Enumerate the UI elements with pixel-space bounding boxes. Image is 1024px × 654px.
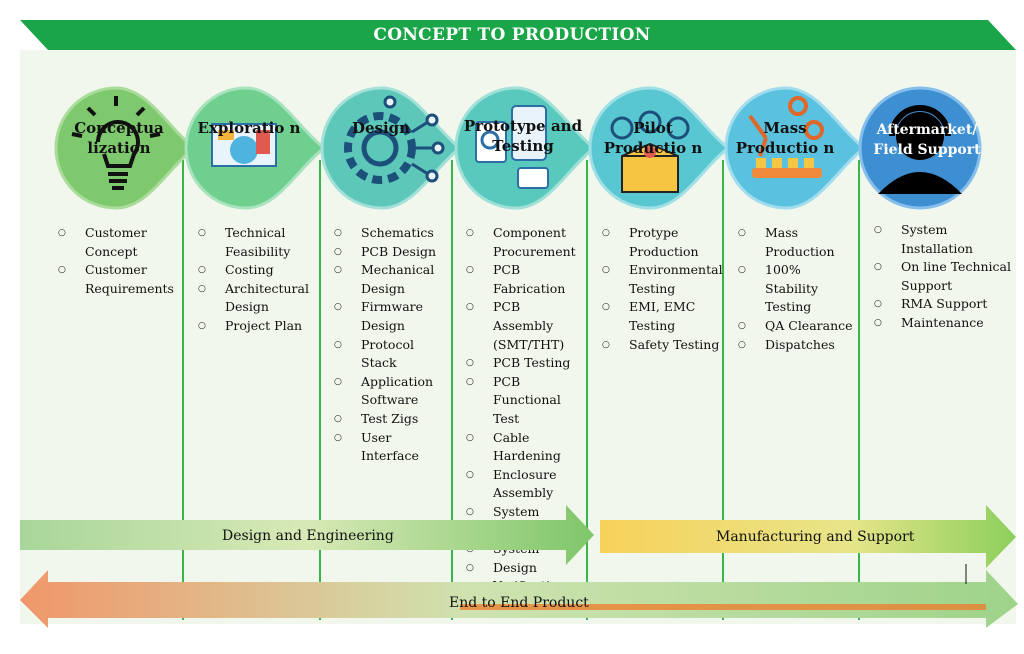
phase-arrows bbox=[20, 505, 1018, 628]
list-item: Safety Testing bbox=[602, 336, 720, 355]
list-item: Cable Hardening bbox=[466, 429, 584, 466]
lightbulb-icon bbox=[54, 86, 197, 210]
list-item: User Interface bbox=[334, 429, 448, 466]
list-item: QA Clearance bbox=[738, 317, 854, 336]
device-test-icon bbox=[454, 86, 597, 210]
list-item: Environmental Testing bbox=[602, 261, 723, 298]
list-item: Protocol Stack bbox=[334, 336, 448, 373]
list-item: Customer Concept bbox=[58, 224, 178, 261]
design-engineering-label: Design and Engineering bbox=[222, 528, 394, 544]
stage-aftermarket-support: Aftermarket/ Field Support bbox=[856, 82, 1016, 212]
banner-arrow bbox=[20, 20, 1016, 50]
list-item: PCB Design bbox=[334, 243, 448, 262]
list-item: PCB Testing bbox=[466, 354, 584, 373]
list-item: Test Zigs bbox=[334, 410, 448, 429]
end-to-end-arrow bbox=[20, 570, 1018, 628]
list-item: Component Procurement bbox=[466, 224, 584, 261]
list-item: On line Technical Support bbox=[874, 258, 1014, 295]
manufacturing-support-arrow bbox=[600, 505, 1016, 568]
column-divider bbox=[858, 160, 860, 620]
blueprint-icon bbox=[184, 86, 327, 210]
gear-circuit-icon bbox=[320, 86, 463, 210]
stage-pilot-production: Pilot Productio n bbox=[586, 82, 746, 212]
stage-mass-production: Mass Productio n bbox=[722, 82, 882, 212]
column-divider bbox=[586, 160, 588, 620]
stage-label: Mass Productio n bbox=[735, 119, 835, 157]
list-pilot-production: Protype Production Environmental Testing… bbox=[602, 224, 723, 355]
list-conceptualization: Customer Concept Customer Requirements bbox=[58, 224, 178, 298]
stage-label: Aftermarket/ Field Support bbox=[873, 122, 981, 158]
box-team-icon bbox=[588, 86, 731, 210]
list-item: Customer Requirements bbox=[58, 261, 178, 298]
list-item: Dispatches bbox=[738, 336, 854, 355]
list-item: Application Software bbox=[334, 373, 448, 410]
list-item: Architectural Design bbox=[198, 280, 314, 317]
column-divider bbox=[319, 160, 321, 620]
column-divider bbox=[451, 160, 453, 620]
banner-title: CONCEPT TO PRODUCTION bbox=[373, 25, 651, 45]
stage-label: Conceptua lization bbox=[74, 119, 164, 157]
list-item: Mechanical Design bbox=[334, 261, 448, 298]
list-item: Firmware Design bbox=[334, 298, 448, 335]
list-item: RMA Support bbox=[874, 295, 1014, 314]
list-item: Enclosure Assembly bbox=[466, 466, 584, 503]
list-item: 100% Stability Testing bbox=[738, 261, 854, 317]
list-aftermarket-support: System Installation On line Technical Su… bbox=[874, 221, 1014, 333]
list-mass-production: Mass Production 100% Stability Testing Q… bbox=[738, 224, 854, 354]
list-item: EMI, EMC Testing bbox=[602, 298, 720, 335]
stage-design: Design bbox=[318, 82, 478, 212]
list-item: System Installation bbox=[874, 221, 1014, 258]
stage-label: Prototype and Testing bbox=[463, 117, 583, 155]
list-item: Mass Production bbox=[738, 224, 854, 261]
stage-label: Exploratio n bbox=[197, 119, 301, 137]
list-item: PCB Functional Test bbox=[466, 373, 584, 429]
list-item: Maintenance bbox=[874, 314, 1014, 333]
manufacturing-support-label: Manufacturing and Support bbox=[716, 529, 915, 545]
stage-label: Pilot Productio n bbox=[603, 119, 703, 157]
end-to-end-label: End to End Product bbox=[449, 595, 589, 611]
design-engineering-arrow bbox=[20, 505, 594, 565]
stage-exploration: Exploratio n bbox=[182, 82, 342, 212]
list-item: Protype Production bbox=[602, 224, 720, 261]
headset-support-icon bbox=[858, 86, 982, 210]
column-divider bbox=[182, 160, 184, 620]
list-item: Costing bbox=[198, 261, 314, 280]
list-item: Technical Feasibility bbox=[198, 224, 314, 261]
list-item: Schematics bbox=[334, 224, 448, 243]
list-design: Schematics PCB Design Mechanical Design … bbox=[334, 224, 448, 466]
list-item: PCB Fabrication bbox=[466, 261, 584, 298]
robot-arm-icon bbox=[724, 86, 867, 210]
column-divider bbox=[722, 160, 724, 620]
list-item: Project Plan bbox=[198, 317, 314, 336]
stage-conceptualization: Conceptua lization bbox=[48, 82, 208, 212]
list-item: PCB Assembly (SMT/THT) bbox=[466, 298, 584, 354]
stage-label: Design bbox=[351, 119, 411, 137]
stage-prototype-testing: Prototype and Testing bbox=[452, 82, 612, 212]
list-exploration: Technical Feasibility Costing Architectu… bbox=[198, 224, 314, 336]
